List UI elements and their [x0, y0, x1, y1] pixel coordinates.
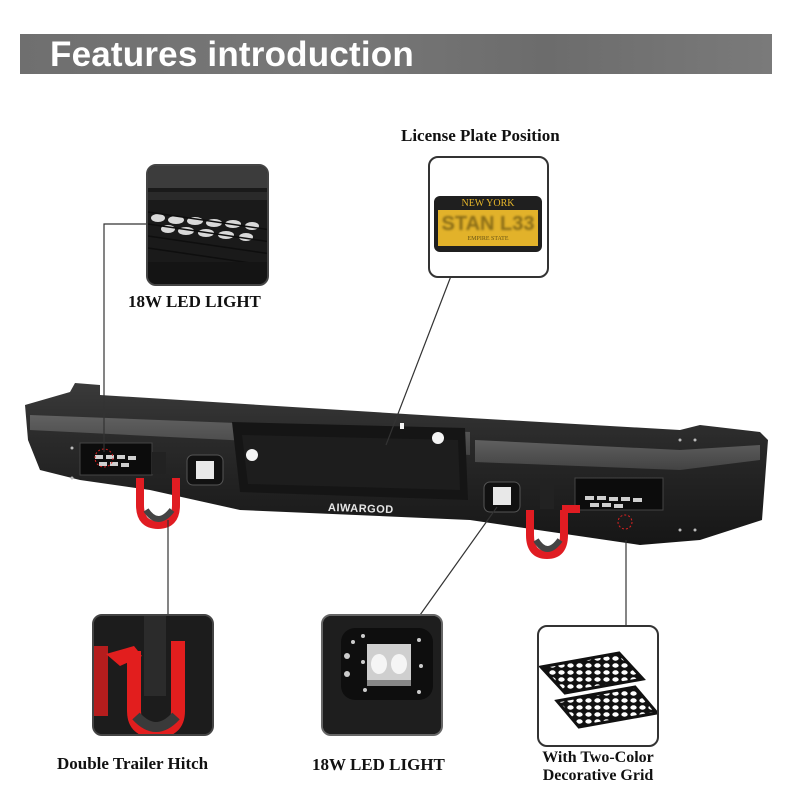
d-ring-shackle-icon — [94, 616, 212, 734]
brand-logo: AIWARGOD — [327, 501, 394, 517]
plate-slogan: EMPIRE STATE — [467, 236, 509, 242]
license-plate-icon: NEW YORK STAN L33 EMPIRE STATE — [434, 196, 542, 252]
cube-led-light-icon — [323, 616, 441, 734]
honeycomb-grid-icon — [539, 651, 657, 729]
trailer-hitch-caption: Double Trailer Hitch — [57, 754, 209, 773]
led-light-bottom-card — [321, 614, 443, 736]
plate-state: NEW YORK — [461, 198, 515, 209]
license-plate-caption: License Plate Position — [401, 126, 560, 145]
callout-lines — [103, 223, 627, 625]
rear-bumper — [25, 383, 768, 560]
led-light-bar-icon — [148, 166, 267, 284]
trailer-hitch-card — [92, 614, 214, 736]
plate-number: STAN L33 — [441, 213, 535, 235]
decorative-grid-caption: With Two-Color Decorative Grid — [525, 749, 671, 785]
decorative-grid-card — [537, 625, 659, 747]
led-light-top-card — [146, 164, 269, 286]
decorative-grid-caption-line2: Decorative Grid — [542, 767, 654, 784]
features-banner: Features introduction — [20, 34, 772, 74]
banner-title: Features introduction — [50, 35, 414, 74]
led-light-bottom-caption: 18W LED LIGHT — [312, 755, 445, 774]
decorative-grid-caption-line1: With Two-Color — [542, 749, 654, 766]
led-light-top-caption: 18W LED LIGHT — [128, 292, 261, 311]
license-plate-card: NEW YORK STAN L33 EMPIRE STATE — [428, 156, 549, 278]
